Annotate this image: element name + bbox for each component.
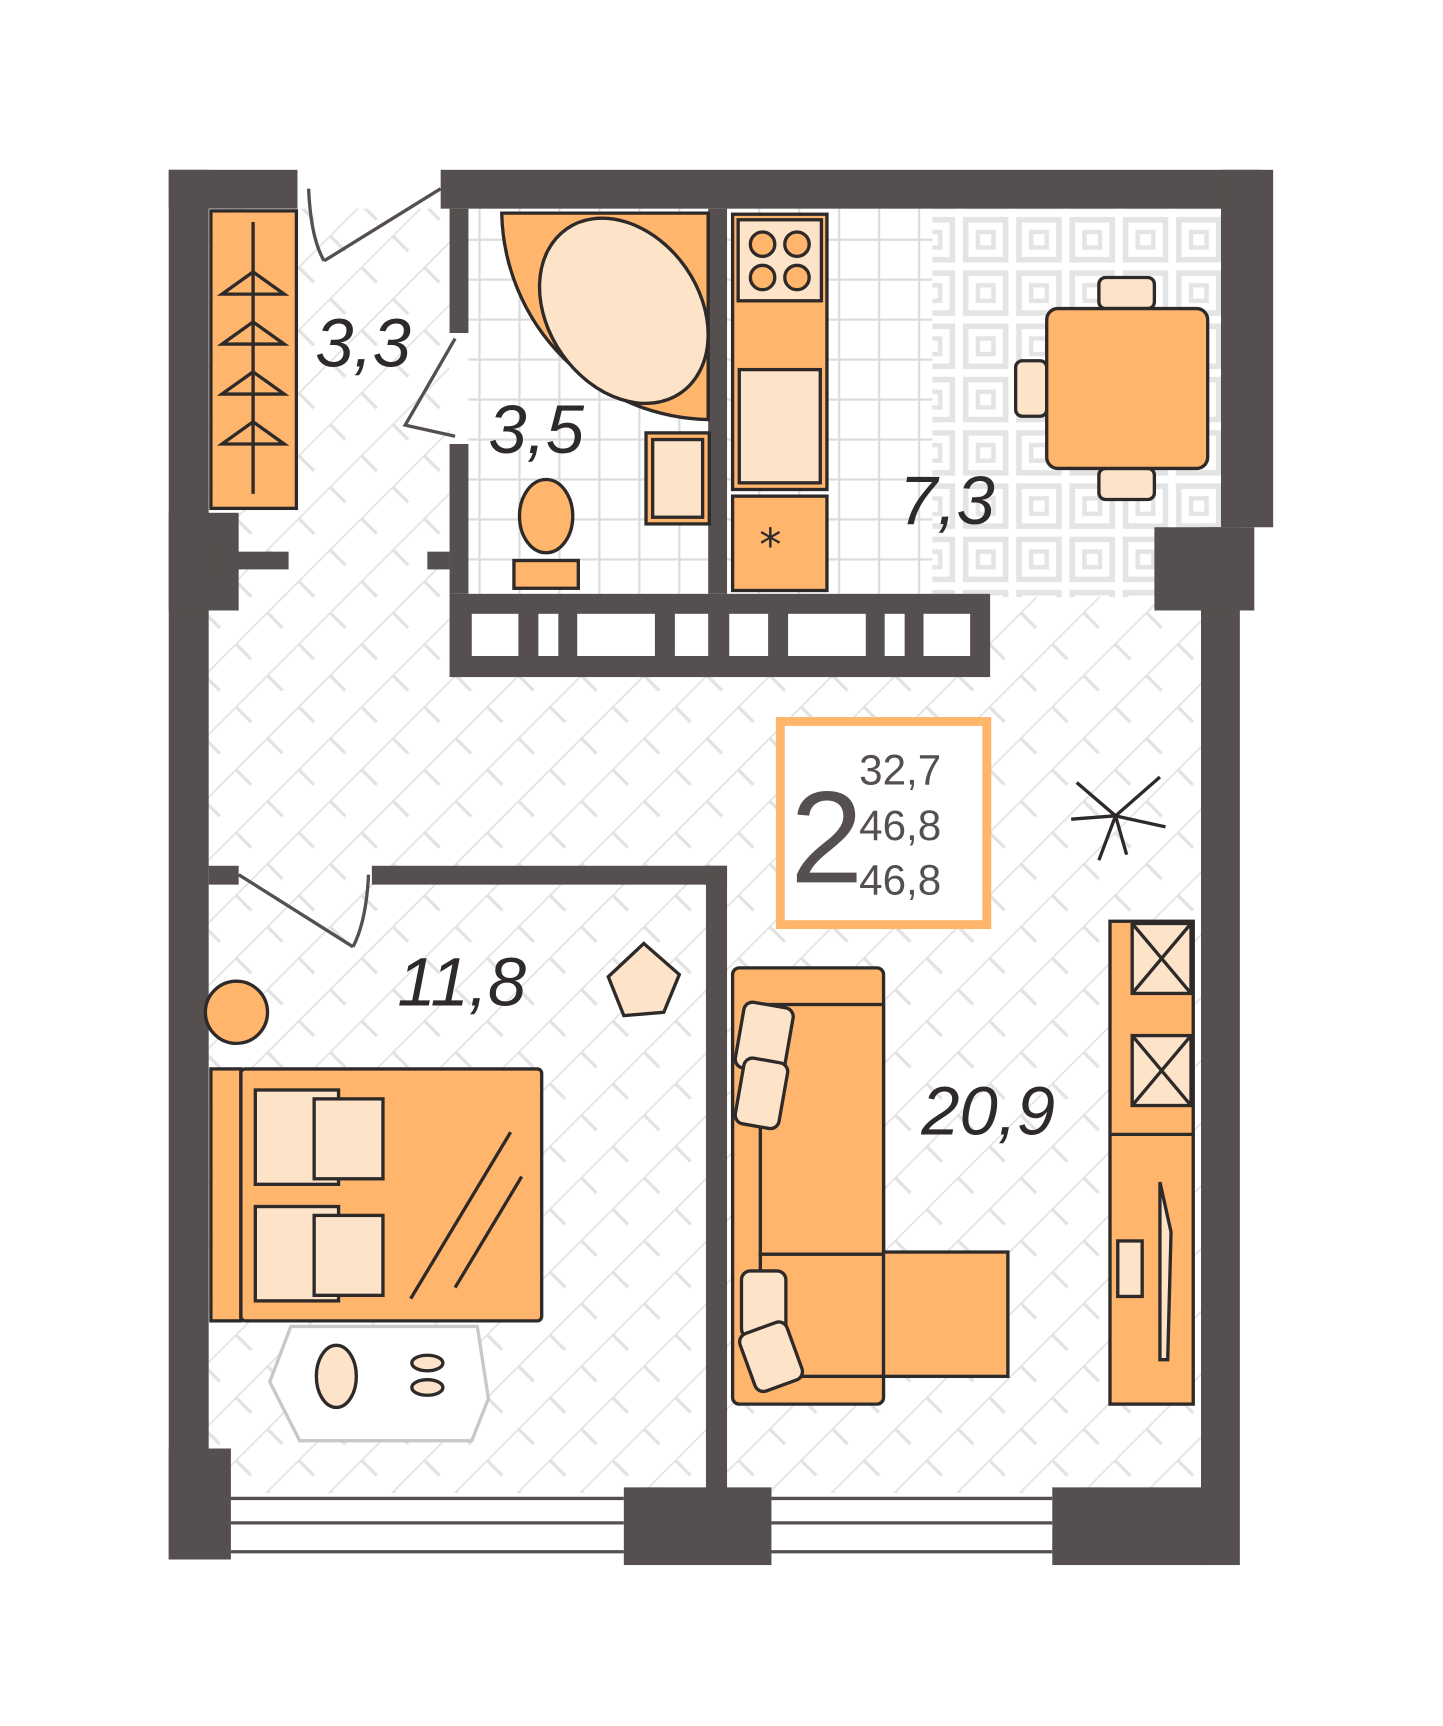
entrance-door [306,187,442,263]
bathroom-door [402,337,457,438]
room-area-kitchen: 7,3 [899,462,995,539]
bedroom-door [237,873,371,949]
total-area: 46,8 [859,802,941,849]
room-area-bathroom: 3,5 [488,391,584,468]
plant-bedroom [606,941,682,1018]
doors [237,187,457,949]
room-area-bedroom: 11,8 [397,944,526,1021]
toilet [512,477,580,590]
shaft-openings [471,613,971,656]
plant-living [1071,775,1166,861]
fridge-icon: * [759,521,781,572]
bed [209,1067,544,1323]
sink [644,431,711,526]
total-area-with-balcony: 46,8 [859,857,941,904]
apartment-summary: 2 32,7 46,8 46,8 [775,717,992,930]
kitchen-counter: * [730,212,829,593]
living-area: 32,7 [859,747,941,794]
bathtub [500,211,710,422]
windows [230,1496,1053,1554]
rug [267,1324,491,1443]
room-area-hallway: 3,3 [315,304,411,381]
dining-table [1013,275,1210,502]
sofa [730,966,1010,1406]
tv-unit [1108,919,1195,1406]
nightstand [203,979,270,1046]
rooms-count: 2 [790,763,863,910]
wardrobe [209,209,299,511]
room-area-living-room: 20,9 [920,1072,1055,1149]
